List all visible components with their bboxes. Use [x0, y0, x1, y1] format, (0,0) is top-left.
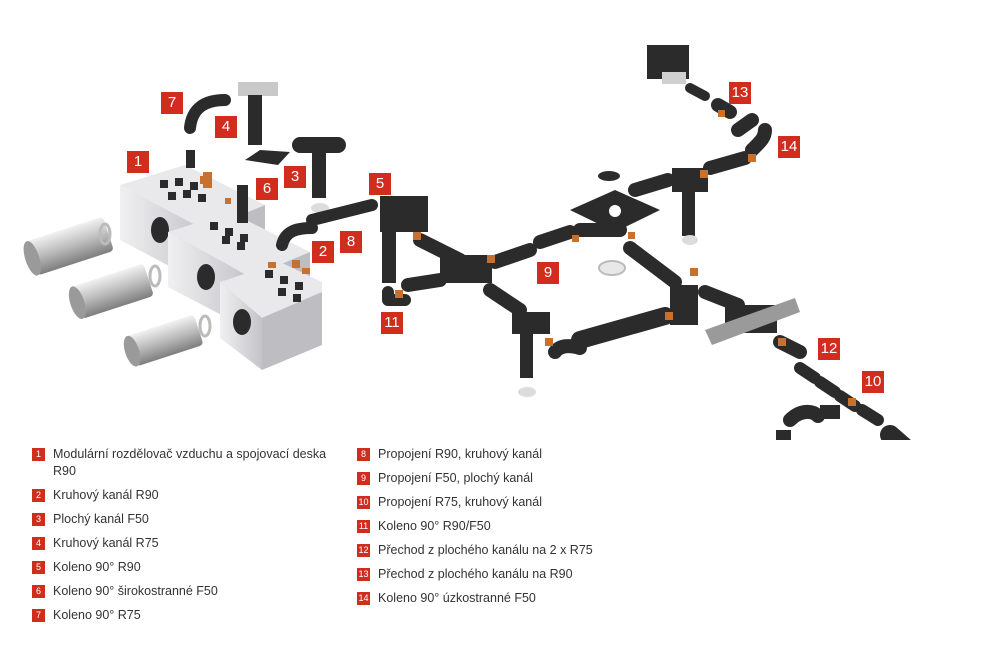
callout-7: 7 — [161, 92, 183, 114]
legend-item: 13 Přechod z plochého kanálu na R90 — [357, 566, 657, 583]
callout-5: 5 — [369, 173, 391, 195]
legend-item: 7 Koleno 90° R75 — [32, 607, 332, 624]
legend-item: 5 Koleno 90° R90 — [32, 559, 332, 576]
legend-label: Koleno 90° R75 — [53, 608, 141, 622]
callout-13: 13 — [729, 82, 751, 104]
legend-number: 1 — [32, 448, 45, 461]
callout-14: 14 — [778, 136, 800, 158]
legend-label: Koleno 90° R90/F50 — [378, 519, 491, 533]
legend-label: Modulární rozdělovač vzduchu a spojovací… — [53, 447, 327, 478]
legend-label: Propojení F50, plochý kanál — [378, 471, 533, 485]
legend-label: Kruhový kanál R90 — [53, 488, 159, 502]
duct-network — [184, 45, 911, 440]
callout-4: 4 — [215, 116, 237, 138]
legend-label: Koleno 90° úzkostranné F50 — [378, 591, 536, 605]
legend-item: 6 Koleno 90° širokostranné F50 — [32, 583, 332, 600]
callout-3: 3 — [284, 166, 306, 188]
legend-number: 7 — [32, 609, 45, 622]
legend-number: 9 — [357, 472, 370, 485]
legend-number: 14 — [357, 592, 370, 605]
legend-label: Koleno 90° širokostranné F50 — [53, 584, 218, 598]
legend-number: 13 — [357, 568, 370, 581]
legend-item: 12 Přechod z plochého kanálu na 2 x R75 — [357, 542, 657, 559]
outdoor-pipes — [23, 217, 212, 367]
legend-item: 1 Modulární rozdělovač vzduchu a spojovac… — [32, 446, 332, 480]
couplings — [292, 110, 856, 406]
callout-10: 10 — [862, 371, 884, 393]
legend-item: 9 Propojení F50, plochý kanál — [357, 470, 657, 487]
legend-label: Plochý kanál F50 — [53, 512, 149, 526]
legend-item: 10 Propojení R75, kruhový kanál — [357, 494, 657, 511]
legend-item: 3 Plochý kanál F50 — [32, 511, 332, 528]
legend-number: 10 — [357, 496, 370, 509]
callout-1: 1 — [127, 151, 149, 173]
legend-label: Kruhový kanál R75 — [53, 536, 159, 550]
legend-item: 2 Kruhový kanál R90 — [32, 487, 332, 504]
air-distributor-boxes — [120, 165, 322, 370]
legend-item: 4 Kruhový kanál R75 — [32, 535, 332, 552]
legend-label: Přechod z plochého kanálu na R90 — [378, 567, 573, 581]
legend-number: 3 — [32, 513, 45, 526]
legend-number: 6 — [32, 585, 45, 598]
callout-11: 11 — [381, 312, 403, 334]
legend-label: Přechod z plochého kanálu na 2 x R75 — [378, 543, 593, 557]
legend-left: 1 Modulární rozdělovač vzduchu a spojovac… — [32, 446, 332, 631]
legend-number: 2 — [32, 489, 45, 502]
legend-number: 8 — [357, 448, 370, 461]
legend-item: 8 Propojení R90, kruhový kanál — [357, 446, 657, 463]
legend-item: 11 Koleno 90° R90/F50 — [357, 518, 657, 535]
legend-number: 12 — [357, 544, 370, 557]
legend-item: 14 Koleno 90° úzkostranné F50 — [357, 590, 657, 607]
callout-12: 12 — [818, 338, 840, 360]
legend-label: Propojení R75, kruhový kanál — [378, 495, 542, 509]
callout-6: 6 — [256, 178, 278, 200]
callout-9: 9 — [537, 262, 559, 284]
legend-label: Propojení R90, kruhový kanál — [378, 447, 542, 461]
ventilation-system-diagram — [23, 45, 911, 440]
legend-number: 11 — [357, 520, 370, 533]
callout-8: 8 — [340, 231, 362, 253]
legend-number: 5 — [32, 561, 45, 574]
legend-label: Koleno 90° R90 — [53, 560, 141, 574]
legend-number: 4 — [32, 537, 45, 550]
callout-2: 2 — [312, 241, 334, 263]
